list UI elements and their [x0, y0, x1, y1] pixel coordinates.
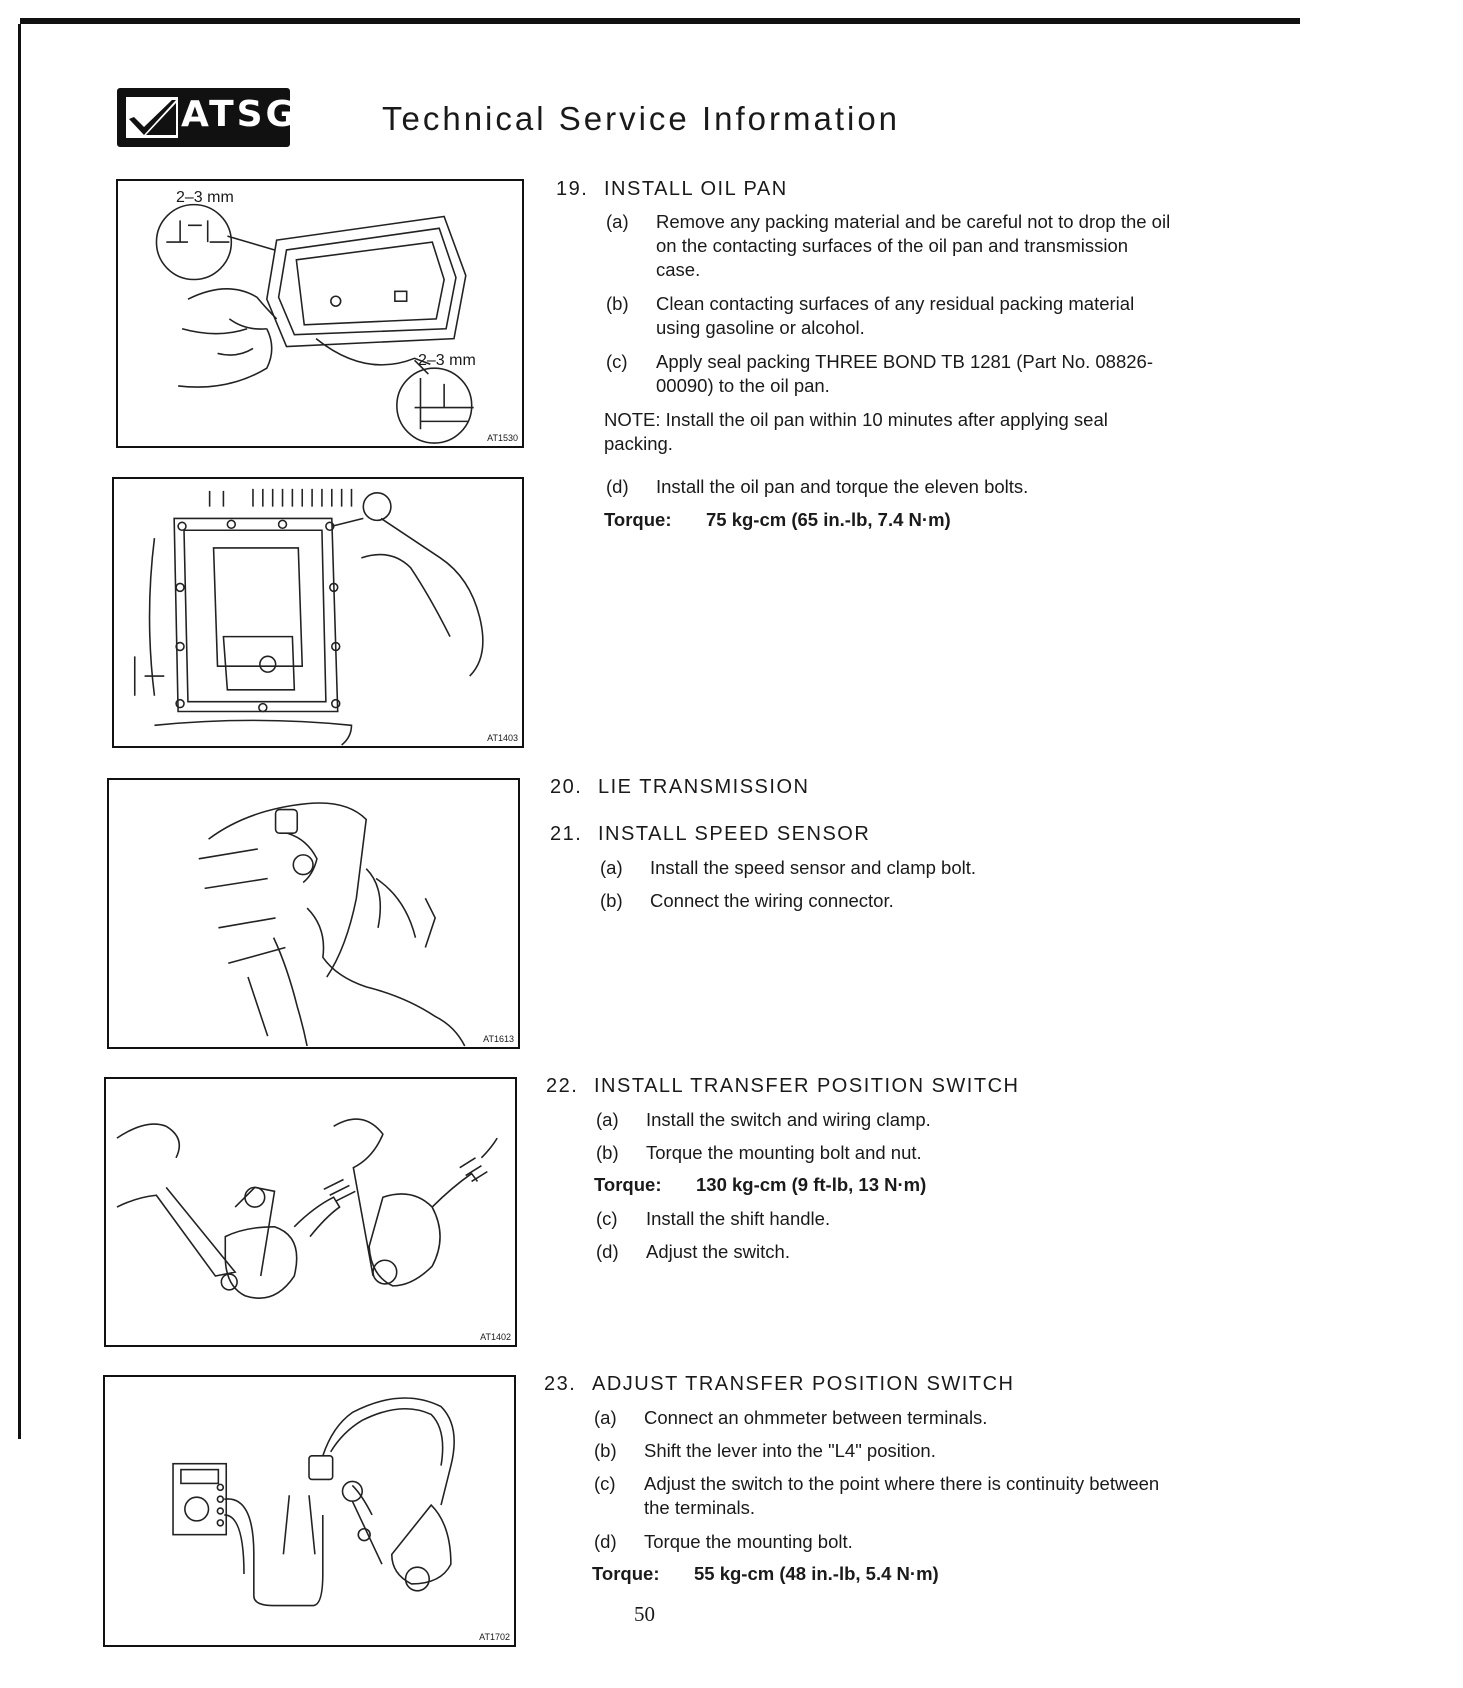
- logo-text: ATSG: [181, 94, 299, 135]
- figure-oil-pan-bolts: AT1403: [112, 477, 524, 748]
- dimension-label-bottom: 2–3 mm: [418, 352, 476, 369]
- section-20-title: 20.LIE TRANSMISSION: [550, 776, 810, 798]
- top-rule: [20, 18, 1300, 24]
- figure-code: AT1702: [479, 1632, 510, 1642]
- figure-code: AT1402: [480, 1332, 511, 1342]
- figure-code: AT1403: [487, 733, 518, 743]
- section-22-title: 22.INSTALL TRANSFER POSITION SWITCH: [546, 1075, 1020, 1097]
- figure-transfer-switch: AT1402: [104, 1077, 517, 1347]
- atsg-logo: ATSG: [117, 88, 295, 147]
- figure-ohmmeter-check: AT1702: [103, 1375, 516, 1647]
- figure-code: AT1530: [487, 433, 518, 443]
- figure-speed-sensor: AT1613: [107, 778, 520, 1049]
- section-23-title: 23.ADJUST TRANSFER POSITION SWITCH: [544, 1373, 1015, 1395]
- torque-19: Torque:75 kg-cm (65 in.-lb, 7.4 N·m): [604, 509, 951, 530]
- checkmark-icon: [126, 97, 178, 138]
- left-rule: [18, 24, 21, 1439]
- page-number: 50: [634, 1602, 655, 1626]
- figure-oil-pan-sealing: 2–3 mm 2–3 mm AT1530: [116, 179, 524, 448]
- torque-23: Torque:55 kg-cm (48 in.-lb, 5.4 N·m): [592, 1563, 939, 1584]
- section-21-title: 21.INSTALL SPEED SENSOR: [550, 823, 871, 845]
- torque-22: Torque:130 kg-cm (9 ft-lb, 13 N·m): [594, 1174, 927, 1195]
- section-19-title: 19.INSTALL OIL PAN: [556, 178, 788, 200]
- dimension-label-top: 2–3 mm: [176, 189, 234, 206]
- page-title: Technical Service Information: [382, 100, 901, 137]
- note-19: NOTE: Install the oil pan within 10 minu…: [604, 409, 1108, 454]
- figure-code: AT1613: [483, 1034, 514, 1044]
